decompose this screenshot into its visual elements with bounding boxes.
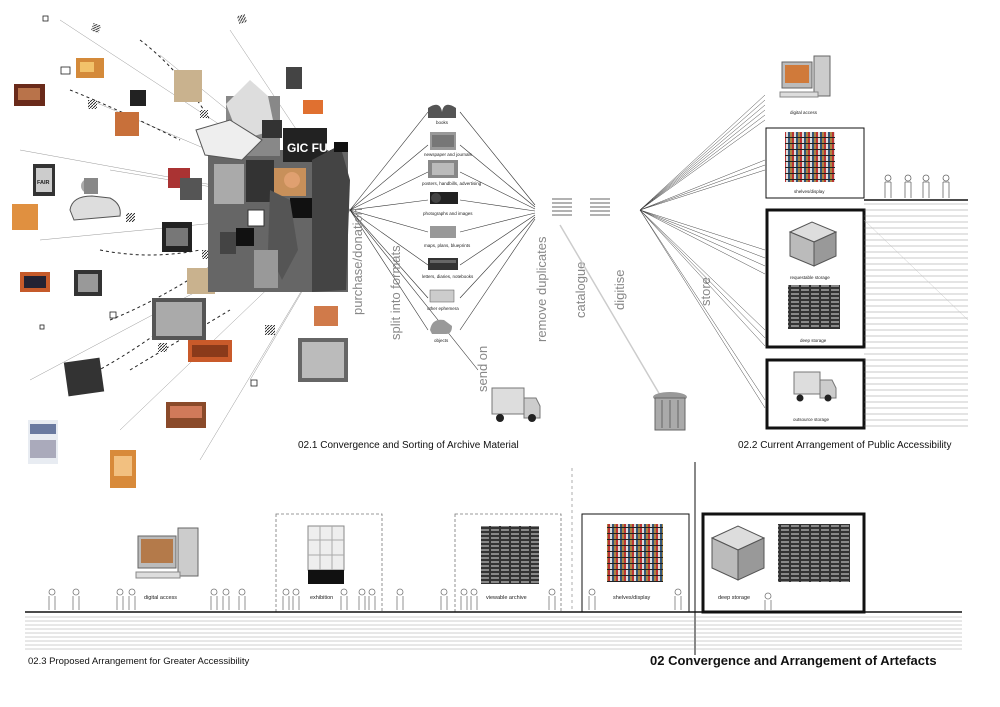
van-icon xyxy=(491,387,541,422)
image-tiles: FAIR xyxy=(12,58,348,488)
process-labels: purchase/donation split into formats sen… xyxy=(350,208,713,392)
proposed-shelves-label: shelves/display xyxy=(613,595,651,601)
proposed-box-icon xyxy=(710,525,766,581)
current-deep-label: deep storage xyxy=(800,338,827,343)
proposed-people xyxy=(48,588,772,610)
format-label: objects xyxy=(434,338,449,343)
proposed-arrangement: digital access exhibition viewable archi… xyxy=(25,512,962,650)
format-label: letters, diaries, notebooks xyxy=(422,274,474,279)
poster-fun: GIC FUN xyxy=(287,141,336,155)
bin-line xyxy=(559,224,661,396)
dash-marks xyxy=(552,198,610,216)
format-label: maps, plans, blueprints xyxy=(424,243,471,248)
label-split: split into formats xyxy=(388,245,403,340)
store-fan xyxy=(639,94,766,409)
proposed-underground-lines xyxy=(25,616,962,650)
proposed-shelves-image xyxy=(607,524,663,582)
format-maps-icon xyxy=(430,226,456,238)
format-posters-icon xyxy=(428,160,458,178)
current-shelves-label: shelves/display xyxy=(794,189,825,194)
poster-fair: FAIR xyxy=(37,180,50,186)
collage: FAIR GIC FUN xyxy=(12,14,351,488)
format-camera-icon xyxy=(430,192,458,204)
current-digital-label: digital access xyxy=(790,110,818,115)
shelves-image xyxy=(785,132,835,182)
format-label: photographs and images xyxy=(423,211,473,216)
display-cabinet-icon xyxy=(307,525,345,584)
people-figures xyxy=(884,174,950,198)
label-catalogue: catalogue xyxy=(573,262,588,318)
format-label: books xyxy=(436,120,449,125)
label-store: store xyxy=(698,277,713,306)
proposed-deep-image xyxy=(778,524,850,582)
format-label: posters, handbills, advertising xyxy=(422,181,482,186)
underground-lines xyxy=(863,203,969,427)
format-objects-icon xyxy=(430,319,452,334)
format-newspaper-icon xyxy=(430,132,456,150)
current-requestable-label: requestable storage xyxy=(790,275,830,280)
fan-lines xyxy=(349,111,536,371)
label-send-on: send on xyxy=(475,346,490,392)
format-books-icon xyxy=(428,104,456,118)
proposed-deep-label: deep storage xyxy=(718,595,750,601)
format-list: books newspaper and journals posters, ha… xyxy=(422,104,482,343)
current-arrangement: digital access shelves/display requestab… xyxy=(765,55,969,430)
caption-current: 02.2 Current Arrangement of Public Acces… xyxy=(738,440,952,451)
deep-storage-image xyxy=(788,285,840,329)
format-label: newspaper and journals xyxy=(424,152,473,157)
label-purchase: purchase/donation xyxy=(350,208,365,315)
caption-convergence: 02.1 Convergence and Sorting of Archive … xyxy=(298,440,519,451)
bin-icon xyxy=(653,392,687,431)
proposed-viewable-label: viewable archive xyxy=(486,595,527,601)
viewable-image xyxy=(481,526,539,584)
hatch-squares xyxy=(39,14,275,387)
storage-box-icon xyxy=(788,221,838,267)
proposed-digital-label: digital access xyxy=(144,595,177,601)
outsource-van-icon xyxy=(793,371,837,402)
format-ephemera-icon xyxy=(429,289,455,303)
bumper-car xyxy=(69,178,121,221)
label-remove: remove duplicates xyxy=(534,236,549,342)
main-title: 02 Convergence and Arrangement of Artefa… xyxy=(650,653,937,668)
collage-center: GIC FUN xyxy=(195,80,350,292)
format-label: other ephemera xyxy=(427,306,459,311)
proposed-exhibition-label: exhibition xyxy=(310,595,333,601)
proposed-computer-icon xyxy=(135,527,199,579)
current-outsource-label: outsource storage xyxy=(793,417,830,422)
computer-icon xyxy=(779,55,831,98)
caption-proposed: 02.3 Proposed Arrangement for Greater Ac… xyxy=(28,656,250,667)
label-digitise: digitise xyxy=(612,270,627,310)
format-letters-icon xyxy=(428,258,458,270)
